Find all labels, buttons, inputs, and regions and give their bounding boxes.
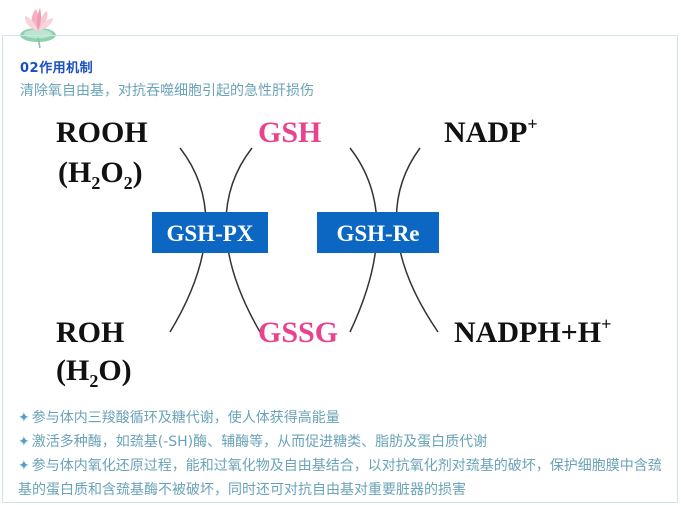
lotus-flower-icon bbox=[20, 8, 56, 48]
section-subtitle: 清除氧自由基，对抗吞噬细胞引起的急性肝损伤 bbox=[20, 83, 314, 99]
gsh-re-label: GSH-Re bbox=[336, 221, 419, 246]
section-heading: 02作用机制 bbox=[20, 61, 94, 76]
gsh-re-box bbox=[317, 212, 439, 253]
list-item: ✦激活多种酶，如巯基(-SH)酶、辅酶等，从而促进糖类、脂肪及蛋白质代谢 bbox=[18, 434, 488, 450]
list-item: ✦参与体内氧化还原过程，能和过氧化物及自由基结合，以对抗氧化剂对巯基的破坏，保护… bbox=[18, 458, 662, 498]
glutathione-redox-cycle-diagram: GSH-PX GSH-Re ROOH (H2O2) GSH NADP+ ROH … bbox=[56, 114, 611, 391]
h2o-label: (H2O) bbox=[56, 354, 132, 391]
nadph-label: NADPH+H+ bbox=[454, 314, 611, 349]
bullet-list: ✦参与体内三羧酸循环及糖代谢，使人体获得高能量 ✦激活多种酶，如巯基(-SH)酶… bbox=[18, 406, 663, 502]
gsh-label: GSH bbox=[258, 116, 321, 149]
h2o2-label: (H2O2) bbox=[58, 156, 143, 193]
gssg-label: GSSG bbox=[258, 316, 338, 349]
list-item: ✦参与体内三羧酸循环及糖代谢，使人体获得高能量 bbox=[18, 410, 340, 426]
content-frame bbox=[2, 35, 678, 503]
rooh-label: ROOH bbox=[56, 116, 148, 149]
gsh-px-box bbox=[152, 212, 268, 253]
four-point-star-icon: ✦ bbox=[18, 458, 30, 474]
four-point-star-icon: ✦ bbox=[18, 434, 30, 450]
nadp-label: NADP+ bbox=[444, 114, 538, 149]
roh-label: ROH bbox=[56, 316, 124, 349]
gsh-px-label: GSH-PX bbox=[167, 221, 254, 246]
four-point-star-icon: ✦ bbox=[18, 410, 30, 426]
